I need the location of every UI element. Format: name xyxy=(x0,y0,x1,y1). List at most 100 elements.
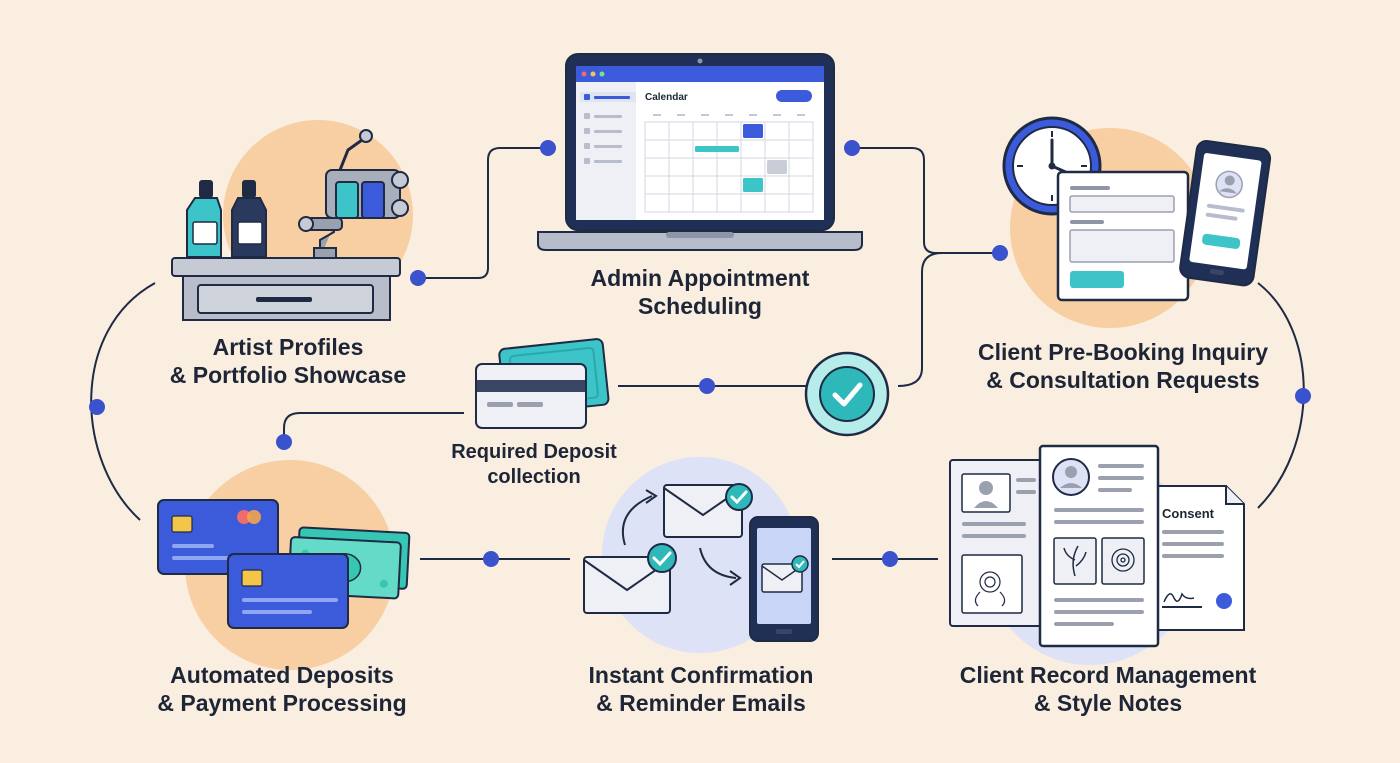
payment-cards-icon xyxy=(157,499,411,629)
tattoo-machine xyxy=(298,129,409,259)
connector-artist-admin xyxy=(418,147,548,279)
calendar-day-header xyxy=(797,114,805,116)
dot xyxy=(410,270,426,286)
calendar-cell[interactable] xyxy=(740,139,766,159)
envelope-icon xyxy=(761,563,803,593)
calendar-cell[interactable] xyxy=(716,157,742,177)
connector-left-loop xyxy=(90,282,156,521)
calendar-cell[interactable] xyxy=(788,139,814,159)
calendar-add-button[interactable] xyxy=(776,90,812,102)
calendar-cell[interactable] xyxy=(740,157,766,177)
laptop-hinge xyxy=(666,232,734,238)
calendar-event[interactable] xyxy=(743,178,763,192)
dot xyxy=(844,140,860,156)
calendar-cell[interactable] xyxy=(716,175,742,195)
check-icon xyxy=(647,543,677,573)
laptop-base xyxy=(537,231,863,251)
consent-label: Consent xyxy=(1162,506,1215,521)
bottle-cap xyxy=(242,180,256,198)
calendar-event[interactable] xyxy=(767,160,787,174)
calendar-cell[interactable] xyxy=(692,121,718,141)
status-dot xyxy=(1216,593,1232,609)
calendar-cell[interactable] xyxy=(764,121,790,141)
calendar-cell[interactable] xyxy=(644,175,670,195)
calendar-cell[interactable] xyxy=(644,139,670,159)
tattoo-station-icon xyxy=(171,129,409,321)
calendar-cell[interactable] xyxy=(668,121,694,141)
dot xyxy=(1295,388,1311,404)
calendar-cell[interactable] xyxy=(668,139,694,159)
artist-profiles-label: Artist Profiles& Portfolio Showcase xyxy=(169,334,407,388)
laptop-calendar-icon: Calendar xyxy=(537,53,863,251)
dot xyxy=(699,378,715,394)
calendar-cell[interactable] xyxy=(788,193,814,213)
dot xyxy=(882,551,898,567)
dot xyxy=(540,140,556,156)
webcam xyxy=(697,58,703,64)
app-sidebar xyxy=(576,82,636,220)
style-sketch xyxy=(1053,537,1097,585)
calendar-cell[interactable] xyxy=(692,193,718,213)
dot xyxy=(483,551,499,567)
calendar-day-header xyxy=(653,114,661,116)
deposit-card xyxy=(475,363,587,429)
connector-check-branch xyxy=(897,252,943,387)
connector-dots xyxy=(89,140,1311,567)
calendar-cell[interactable] xyxy=(716,193,742,213)
bottle-cap xyxy=(199,180,213,198)
calendar-cell[interactable] xyxy=(668,157,694,177)
envelope-icon xyxy=(663,484,743,538)
envelope-icon xyxy=(583,556,671,614)
client-records-label: Client Record Management& Style Notes xyxy=(959,662,1257,716)
confirmation-emails-label: Instant Confirmation& Reminder Emails xyxy=(588,662,814,716)
bottle-label xyxy=(237,221,263,245)
calendar-cell[interactable] xyxy=(644,193,670,213)
calendar-cell[interactable] xyxy=(692,157,718,177)
check-icon xyxy=(725,483,753,511)
dot xyxy=(992,245,1008,261)
calendar-day-header xyxy=(701,114,709,116)
calendar-cell[interactable] xyxy=(716,121,742,141)
check-icon xyxy=(791,555,809,573)
phone-icon xyxy=(1179,139,1272,287)
style-sketch xyxy=(1101,537,1145,585)
calendar-cell[interactable] xyxy=(644,121,670,141)
tabletop xyxy=(171,257,401,277)
calendar-event[interactable] xyxy=(743,124,763,138)
calendar-cell[interactable] xyxy=(644,157,670,177)
credit-card xyxy=(227,553,349,629)
machine-coil xyxy=(335,181,359,219)
calendar-day-header xyxy=(725,114,733,116)
calendar-cell[interactable] xyxy=(764,139,790,159)
calendar-event[interactable] xyxy=(695,146,739,152)
calendar-cell[interactable] xyxy=(692,175,718,195)
calendar-cell[interactable] xyxy=(788,175,814,195)
connector-admin-inquiry xyxy=(852,147,1000,254)
calendar-cell[interactable] xyxy=(668,175,694,195)
form-submit-button[interactable] xyxy=(1070,271,1124,288)
calendar-cell[interactable] xyxy=(740,193,766,213)
connector-deposit-payments xyxy=(283,412,464,442)
deposit-cards-icon xyxy=(475,338,610,429)
dot xyxy=(89,399,105,415)
calendar-cell[interactable] xyxy=(764,175,790,195)
calendar-day-header xyxy=(677,114,685,116)
window-titlebar xyxy=(576,66,824,82)
calendar-cell[interactable] xyxy=(764,193,790,213)
client-records-icon: Consent xyxy=(949,444,1245,648)
calendar-cell[interactable] xyxy=(788,157,814,177)
calendar-day-header xyxy=(749,114,757,116)
connectors xyxy=(90,147,1305,560)
inquiry-illustration xyxy=(1002,116,1272,302)
calendar-title: Calendar xyxy=(645,92,688,103)
client-record-document xyxy=(1038,444,1160,648)
client-inquiry-label: Client Pre-Booking Inquiry& Consultation… xyxy=(977,339,1269,393)
calendar-cell[interactable] xyxy=(668,193,694,213)
calendar-cell[interactable] xyxy=(788,121,814,141)
calendar-day-header xyxy=(773,114,781,116)
machine-coil xyxy=(361,181,385,219)
check-badge-icon xyxy=(804,351,890,437)
